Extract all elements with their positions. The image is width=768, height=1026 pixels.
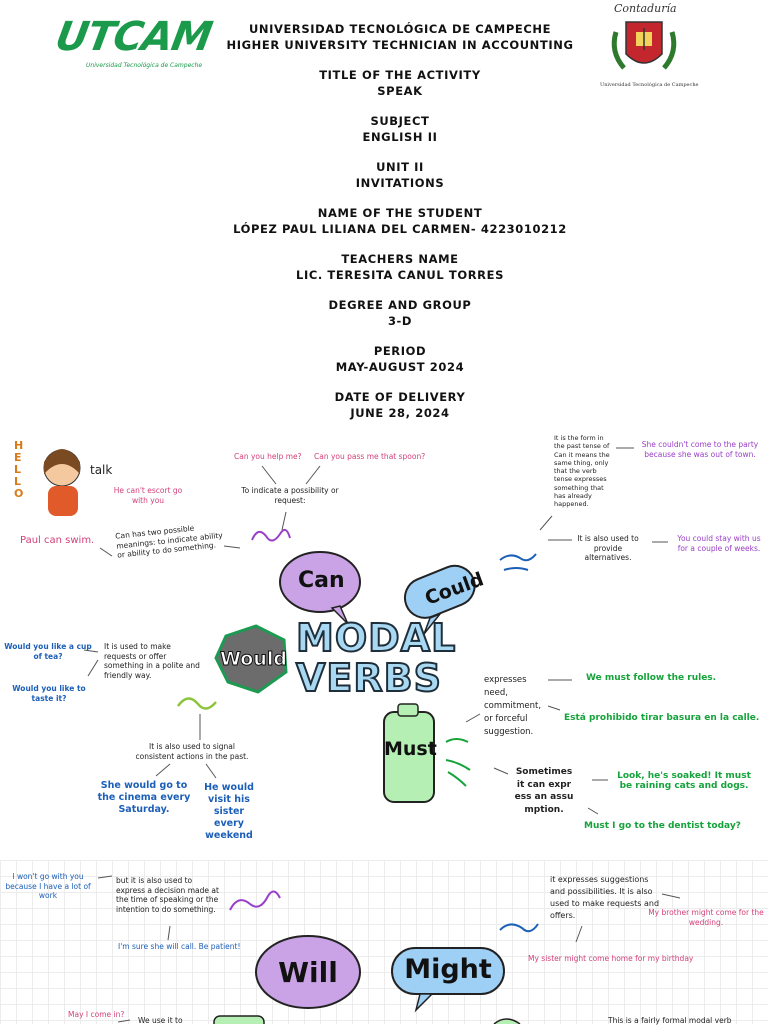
could-example-stay: You could stay with us for a couple of w… <box>677 534 761 553</box>
seal-top-text: Contaduría <box>614 2 677 15</box>
accounting-seal: Contaduría Universidad Tecnológica de Ca… <box>600 2 699 94</box>
group-heading: DEGREE AND GROUP <box>328 298 472 312</box>
may-example: May I come in? <box>68 1010 125 1019</box>
might-formal: This is a fairly formal modal verb <box>608 1016 732 1025</box>
must-example-rules: We must follow the rules. <box>586 673 717 683</box>
must-expresses: expresses need, commitment, or forceful … <box>484 675 542 737</box>
must-example-basura: Está prohibido tirar basura en la calle. <box>564 713 760 723</box>
will-decision: but it is also used to express a decisio… <box>116 876 219 914</box>
activity-heading: TITLE OF THE ACTIVITY <box>319 68 481 82</box>
would-example-cinema: She would go to the cinema every Saturda… <box>97 780 191 815</box>
activity-value: SPEAK <box>377 83 423 98</box>
must-assumption: Sometimes it can express an assumption. <box>514 767 574 815</box>
subject-value: ENGLISH II <box>362 129 438 144</box>
would-label: Would <box>220 648 288 671</box>
program-name: HIGHER UNIVERSITY TECHNICIAN IN ACCOUNTI… <box>226 37 574 52</box>
will-label: Will <box>278 956 338 989</box>
will-example-call: I'm sure she will call. Be patient! <box>118 942 241 951</box>
seal-emblem-icon <box>611 21 677 70</box>
could-alternatives: It is also used to provide alternatives. <box>577 534 639 562</box>
will-swirl-icon <box>229 890 281 911</box>
could-past: It is the form in the past tense of Can … <box>554 434 610 509</box>
hello-letters: HELLO <box>14 439 24 500</box>
would-swirl-icon <box>176 697 217 710</box>
unit-heading: UNIT II <box>376 160 424 174</box>
would-example-tea: Would you like a cup of tea? <box>4 642 92 661</box>
student-value: LÓPEZ PAUL LILIANA DEL CARMEN- 422301021… <box>233 221 567 236</box>
teacher-heading: TEACHERS NAME <box>341 252 459 266</box>
talk-text: talk <box>90 463 113 477</box>
can-example-escort: He can't escort go with you <box>113 486 183 505</box>
period-value: MAY-AUGUST 2024 <box>335 359 465 374</box>
could-swirl-icon <box>499 553 537 571</box>
must-label: Must <box>384 738 437 760</box>
can-example-swim: Paul can swim. <box>20 535 95 546</box>
teacher-value: LIC. TERESITA CANUL TORRES <box>296 267 504 282</box>
can-label: Can <box>298 568 345 593</box>
student-heading: NAME OF THE STUDENT <box>317 206 483 220</box>
will-example-work: I won't go with you because I have a lot… <box>5 872 91 900</box>
would-bubble-icon <box>214 624 288 694</box>
might-suggestions: it expresses suggestions and possibiliti… <box>550 875 660 920</box>
university-name: UNIVERSIDAD TECNOLÓGICA DE CAMPECHE <box>248 22 552 36</box>
might-swirl-icon <box>499 923 539 933</box>
period-heading: PERIOD <box>373 344 427 358</box>
center-title: MODAL VERBS <box>295 616 457 700</box>
can-example-help: Can you help me? <box>234 452 302 461</box>
utcam-logo: UTCAM Universidad Tecnológica de Campech… <box>52 14 216 74</box>
will-bubble-icon <box>255 935 361 1009</box>
must-swirl-icon <box>445 738 471 787</box>
center-title-line2: VERBS <box>295 656 442 700</box>
must-example-raining: Look, he's soaked! It must be raining ca… <box>617 771 751 791</box>
unit-value: INVITATIONS <box>355 175 445 190</box>
might-label: Might <box>404 954 492 985</box>
delivery-value: JUNE 28, 2024 <box>350 405 450 420</box>
might-example-birthday: My sister might come home for my birthda… <box>528 954 694 963</box>
grid-background <box>0 860 768 1024</box>
logo-subtitle: Universidad Tecnológica de Campeche <box>86 62 203 69</box>
cover-info: UNIVERSIDAD TECNOLÓGICA DE CAMPECHE HIGH… <box>200 22 600 421</box>
could-example-party: She couldn't come to the party because s… <box>641 440 759 459</box>
delivery-heading: DATE OF DELIVERY <box>334 390 466 404</box>
would-example-taste: Would you like to taste it? <box>12 684 86 703</box>
would-example-sister: He would visit his sister every weekend <box>204 782 254 841</box>
could-bubble-icon <box>403 564 476 619</box>
group-value: 3-D <box>387 313 413 328</box>
can-bubble-icon <box>279 551 361 613</box>
subject-heading: SUBJECT <box>370 114 430 128</box>
must-example-dentist: Must I go to the dentist today? <box>584 821 741 831</box>
may-use: We use it to <box>138 1016 183 1025</box>
might-bubble-icon <box>391 947 505 995</box>
can-swirl-icon <box>251 528 291 542</box>
can-example-spoon: Can you pass me that spoon? <box>314 452 426 461</box>
can-possibility: To indicate a possibility or request: <box>241 486 339 505</box>
might-example-wedding: My brother might come for the wedding. <box>648 908 764 927</box>
would-consistent: It is also used to signal consistent act… <box>135 742 249 761</box>
center-title-line1: MODAL <box>295 616 457 660</box>
would-requests: It is used to make requests or offer som… <box>104 642 200 680</box>
seal-bottom-text: Universidad Tecnológica de Campeche <box>600 82 699 88</box>
